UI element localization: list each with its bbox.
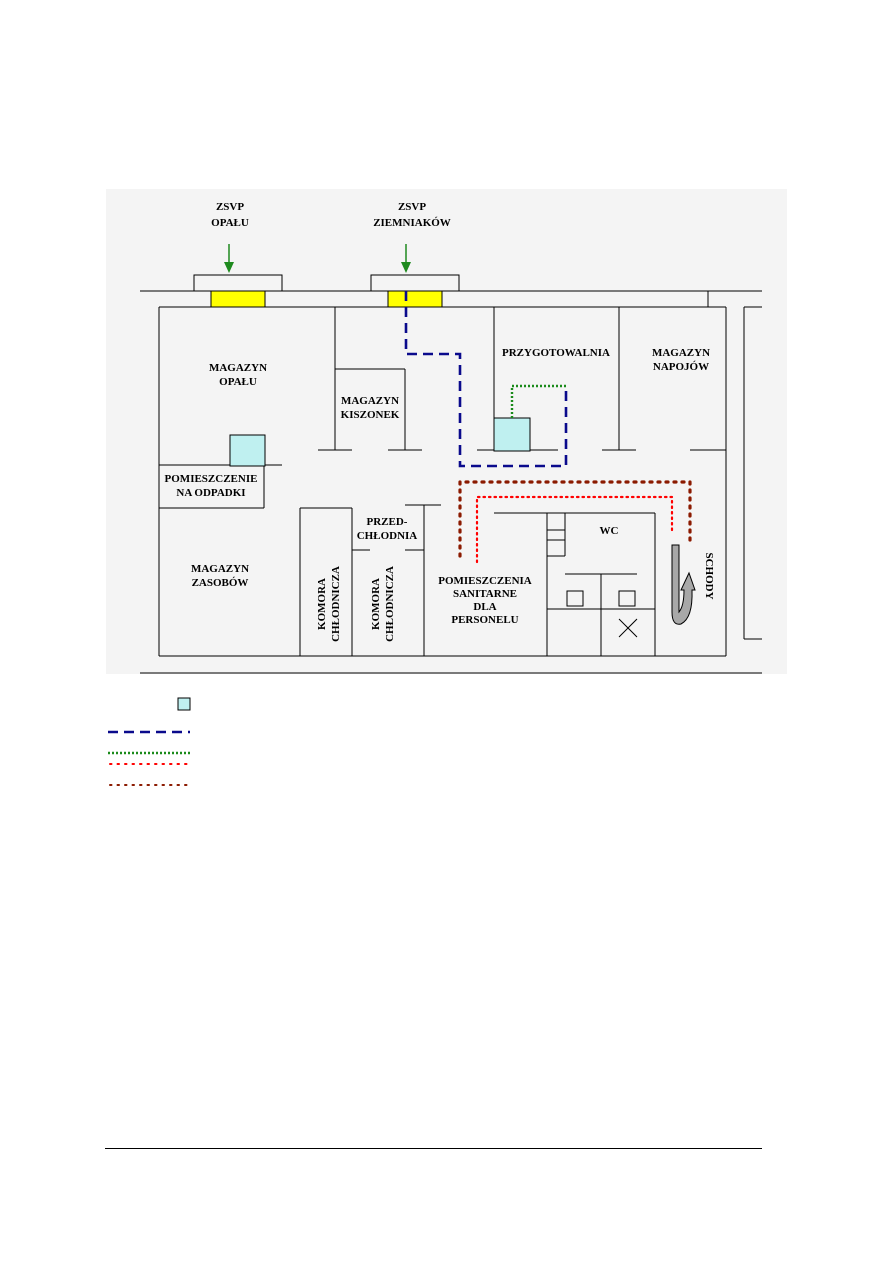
- delivery-arrow-ziemniakow-icon: [401, 244, 411, 273]
- label-line: MAGAZYN: [341, 395, 399, 407]
- label-line: CHŁODNICZA: [330, 566, 342, 642]
- label-line: MAGAZYN: [209, 362, 267, 374]
- magazyn-napojow-label: MAGAZYN NAPOJÓW: [652, 347, 710, 373]
- legend: [108, 697, 191, 786]
- label-line: KOMORA: [370, 578, 382, 630]
- magazyn-zasobow-label: MAGAZYN ZASOBÓW: [191, 563, 249, 589]
- label-line: DLA: [473, 601, 496, 613]
- label-line: PRZED-: [367, 516, 408, 528]
- label-line: SANITARNE: [453, 588, 517, 600]
- label-line: KISZONEK: [341, 409, 400, 421]
- label-line: PERSONELU: [451, 614, 518, 626]
- waste-bin-prep: [493, 417, 531, 452]
- zsvp-ziemniakow-label: ZSVP ZIEMNIAKÓW: [373, 201, 451, 229]
- magazyn-opalu-label: MAGAZYN OPAŁU: [209, 362, 267, 388]
- toilet-fixture: [566, 590, 584, 607]
- przygotowalnia-label: PRZYGOTOWALNIA: [502, 347, 610, 359]
- zsvp-opalu-label: ZSVP OPAŁU: [211, 201, 249, 229]
- komora-chlodnicza-1-label: KOMORA CHŁODNICZA: [316, 566, 342, 642]
- label-line: ZASOBÓW: [192, 577, 249, 589]
- label-line: OPAŁU: [211, 217, 249, 229]
- label-line: MAGAZYN: [191, 563, 249, 575]
- magazyn-kiszonek-label: MAGAZYN KISZONEK: [341, 395, 400, 421]
- footer-rule: [105, 1148, 762, 1149]
- label-line: POMIESZCZENIA: [438, 575, 532, 587]
- label-line: MAGAZYN: [652, 347, 710, 359]
- wc-label: WC: [600, 525, 619, 537]
- komora-chlodnicza-2-label: KOMORA CHŁODNICZA: [370, 566, 396, 642]
- legend-bin-swatch: [177, 697, 191, 711]
- label-line: CHŁODNIA: [357, 530, 418, 542]
- loading-hatch-ziemniakow: [387, 290, 443, 308]
- sanitary-fixtures: [566, 590, 638, 638]
- label-line: ZSVP: [216, 201, 244, 213]
- stairs-arrow-icon: [671, 544, 696, 625]
- route-navy-dashed: [404, 291, 568, 468]
- delivery-shelters: [193, 274, 460, 308]
- label-line: NAPOJÓW: [653, 361, 709, 373]
- label-line: ZIEMNIAKÓW: [373, 217, 451, 229]
- pomieszczenia-sanitarne-label: POMIESZCZENIA SANITARNE DLA PERSONELU: [438, 575, 532, 626]
- label-line: NA ODPADKI: [176, 487, 245, 499]
- label-line: KOMORA: [316, 578, 328, 630]
- label-line: ZSVP: [398, 201, 426, 213]
- toilet-fixture: [618, 590, 636, 607]
- schody-label: SCHODY: [703, 552, 715, 599]
- loading-hatch-opalu: [210, 290, 266, 308]
- delivery-arrow-opalu-icon: [224, 244, 234, 273]
- label-line: CHŁODNICZA: [384, 566, 396, 642]
- route-green-dotted: [510, 384, 566, 418]
- label-line: OPAŁU: [219, 376, 257, 388]
- pomieszczenie-na-odpadki-label: POMIESZCZENIE NA ODPADKI: [165, 473, 258, 499]
- walls: [140, 290, 762, 674]
- waste-bin-left: [229, 434, 266, 467]
- label-line: POMIESZCZENIE: [165, 473, 258, 485]
- route-red-dotted: [475, 495, 674, 564]
- przedchlodnia-label: PRZED- CHŁODNIA: [357, 516, 418, 542]
